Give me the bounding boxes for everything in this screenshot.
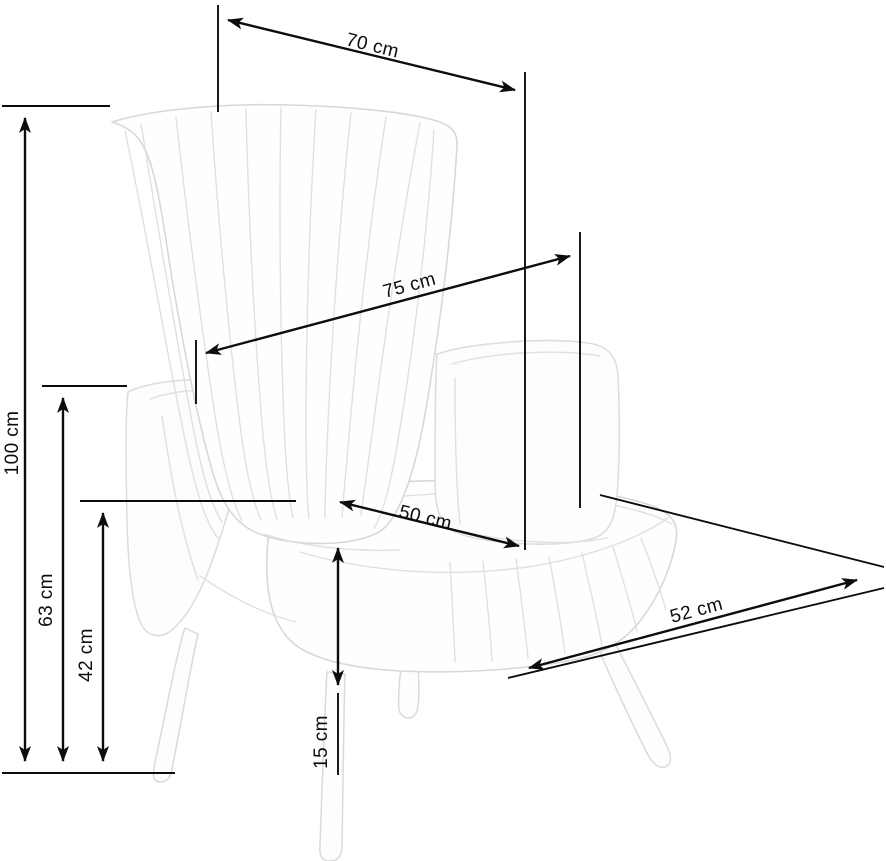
- backrest-right-edge-seam: [373, 129, 435, 529]
- dimension-height-63: 63 cm: [36, 385, 127, 762]
- dimension-height-42: 42 cm: [76, 500, 296, 762]
- leg-front-left: [152, 627, 199, 783]
- dimension-clearance-15: 15 cm: [311, 547, 344, 775]
- armrest-left-front-seam: [161, 415, 199, 581]
- backrest-channel-tufting: [140, 107, 421, 523]
- dim-line-70: [227, 17, 516, 93]
- left-arm-seat-junction: [199, 575, 297, 623]
- backrest-left-wing-seam: [124, 130, 219, 539]
- armrest-right: [434, 339, 621, 545]
- dim-line-52: [528, 578, 858, 670]
- dimension-height-100: 100 cm: [2, 105, 175, 774]
- leg-rear-center: [397, 665, 420, 719]
- armchair-illustration: [111, 103, 678, 861]
- dimension-label-63: 63 cm: [36, 573, 57, 627]
- dimension-label-100: 100 cm: [2, 411, 23, 476]
- seat-front-edge: [299, 517, 669, 574]
- dimension-label-70: 70 cm: [344, 29, 401, 62]
- dimension-label-15: 15 cm: [311, 715, 332, 769]
- dim-line-75: [205, 254, 571, 355]
- dimension-label-42: 42 cm: [76, 628, 97, 682]
- back-seat-junction: [263, 533, 401, 552]
- ext-line-52-upper: [599, 494, 885, 568]
- dim-line-50: [339, 499, 520, 549]
